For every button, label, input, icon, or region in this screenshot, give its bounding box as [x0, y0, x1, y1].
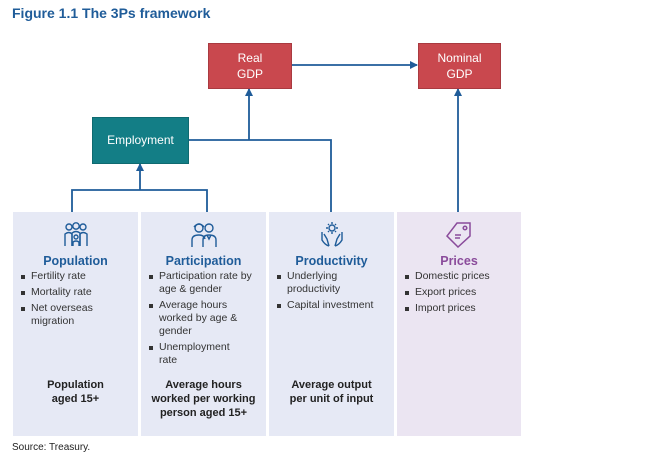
panel-title-productivity: Productivity: [295, 254, 368, 268]
price-tag-icon: [446, 222, 471, 248]
bullet-item: Average hours worked by age & gender: [147, 299, 249, 338]
population-bullets: Fertility rate Mortality rate Net overse…: [19, 270, 134, 331]
panel-prices: Prices Domestic prices Export prices Imp…: [397, 212, 521, 436]
bullet-item: Mortality rate: [19, 286, 134, 299]
bullet-item: Import prices: [403, 302, 517, 315]
real-gdp-line-1: Real: [237, 50, 263, 65]
summary-line: Average hours: [165, 379, 242, 391]
bullet-item: Net overseas migration: [19, 302, 107, 328]
bullet-item: Underlying productivity: [275, 270, 367, 296]
participation-bullets: Participation rate by age & gender Avera…: [147, 270, 262, 370]
panel-productivity: Productivity Underlying productivity Cap…: [269, 212, 394, 436]
connector-population-participation-to-employment: [71, 164, 208, 212]
bullet-item: Unemployment rate: [147, 341, 249, 367]
participation-summary: Average hours worked per working person …: [141, 378, 266, 420]
bullet-item: Participation rate by age & gender: [147, 270, 264, 296]
panel-population: Population Fertility rate Mortality rate…: [13, 212, 138, 436]
summary-line: aged 15+: [51, 393, 100, 405]
bullet-item: Domestic prices: [403, 270, 517, 283]
productivity-bullets: Underlying productivity Capital investme…: [275, 270, 390, 315]
prices-bullets: Domestic prices Export prices Import pri…: [403, 270, 517, 318]
nominal-gdp-line-1: Nominal: [437, 50, 482, 65]
summary-line: per unit of input: [289, 393, 374, 405]
bullet-item: Capital investment: [275, 299, 390, 312]
panel-title-prices: Prices: [440, 254, 478, 268]
productivity-summary: Average output per unit of input: [269, 378, 394, 406]
summary-line: worked per working: [151, 393, 256, 405]
summary-line: person aged 15+: [159, 407, 248, 419]
employment-node: Employment: [92, 117, 189, 164]
nominal-gdp-line-2: GDP: [446, 67, 473, 81]
population-summary: Population aged 15+: [13, 378, 138, 406]
connector-employment-productivity-to-real-gdp: [187, 89, 332, 212]
panel-title-population: Population: [43, 254, 108, 268]
bullet-item: Export prices: [403, 286, 517, 299]
panel-participation: Participation Participation rate by age …: [141, 212, 266, 436]
workers-icon: [190, 223, 217, 247]
employment-label: Employment: [107, 133, 174, 148]
hand-gear-icon: [320, 222, 343, 247]
figure-source: Source: Treasury.: [12, 442, 91, 453]
real-gdp-line-2: GDP: [236, 67, 263, 81]
people-group-icon: [63, 222, 88, 246]
bullet-item: Fertility rate: [19, 270, 134, 283]
figure-title: Figure 1.1 The 3Ps framework: [12, 5, 211, 21]
summary-line: Average output: [291, 379, 372, 391]
panel-title-participation: Participation: [165, 254, 242, 268]
summary-line: Population: [47, 379, 104, 391]
